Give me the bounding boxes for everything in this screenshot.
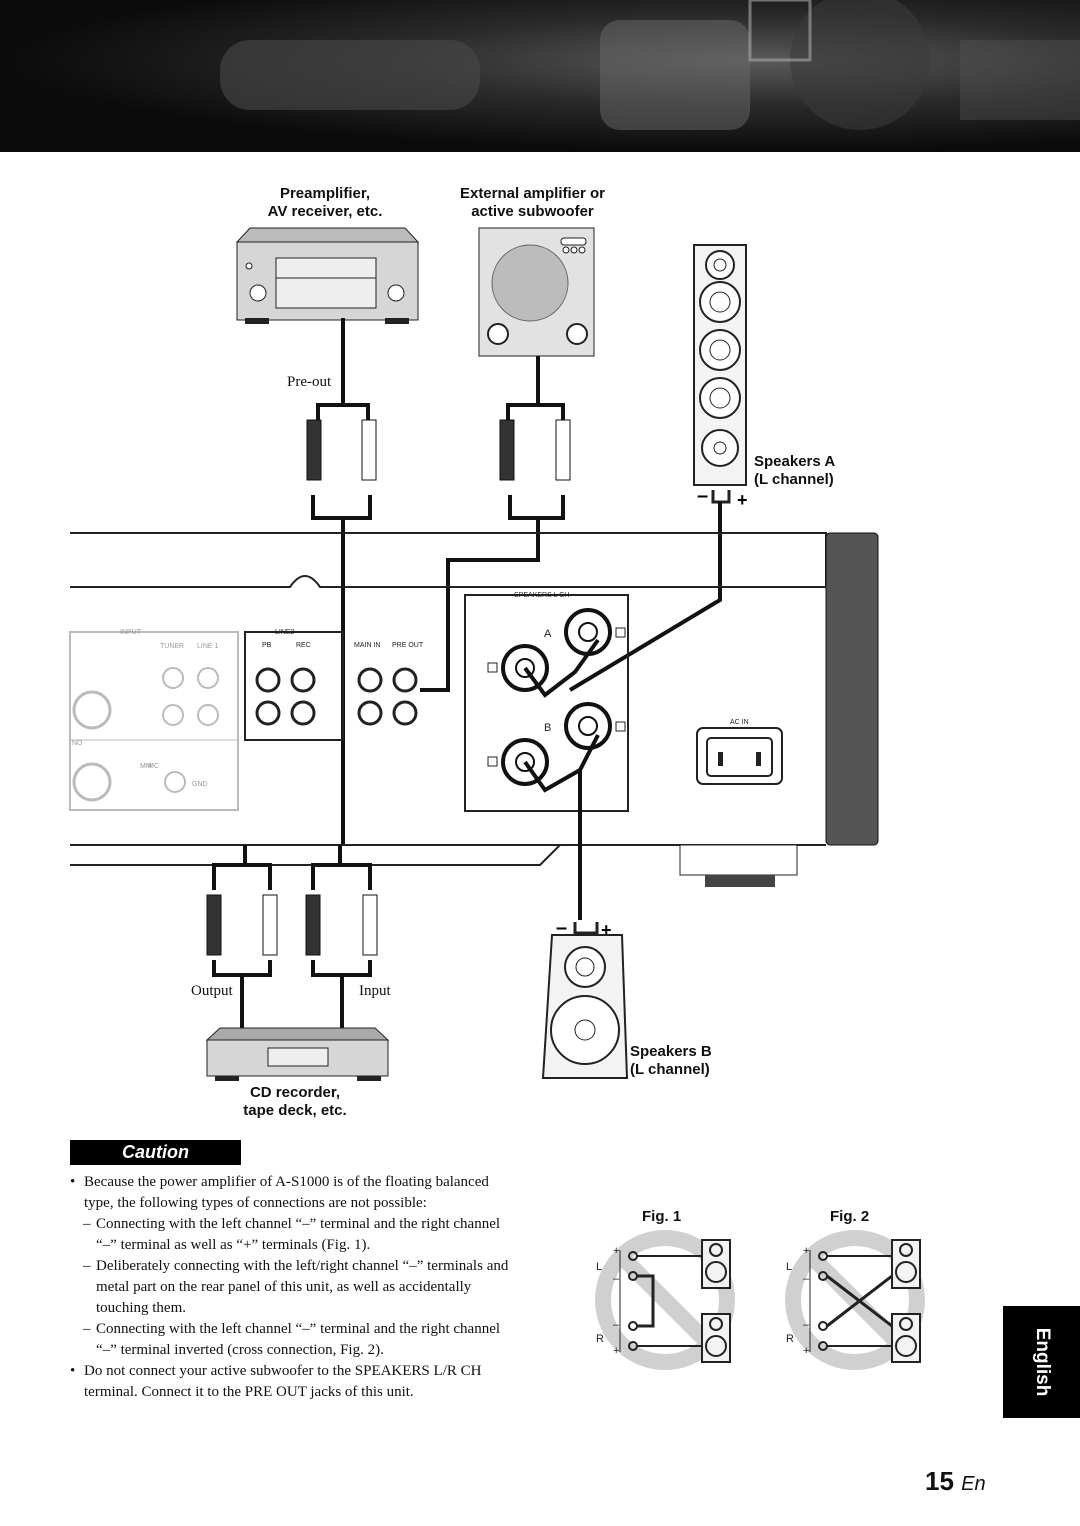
panel-line2-text: LINE2 <box>275 629 295 636</box>
panel-ac-in-text: AC IN <box>730 719 749 726</box>
panel-main-in-text: MAIN IN <box>354 642 380 649</box>
fig1-minus-r: – <box>613 1319 620 1331</box>
banner-photo <box>220 0 1080 130</box>
speaker-a-illustration: – + <box>693 244 748 510</box>
fig2-r-text: R <box>786 1333 794 1345</box>
input-label: Input <box>359 983 391 999</box>
cd-recorder-illustration <box>205 1027 390 1081</box>
speakers-a-label: Speakers A (L channel) <box>754 453 835 489</box>
fig1-plus-r: + <box>613 1345 619 1357</box>
preamp-label-line1: Preamplifier, <box>279 185 371 202</box>
svg-text:+: + <box>737 490 748 510</box>
panel-pb-text: PB <box>262 642 272 649</box>
recorder-label: CD recorder, tape deck, etc. <box>200 1084 390 1120</box>
fig1-plus-l: + <box>613 1245 619 1257</box>
language-tab: English <box>1003 1306 1080 1418</box>
speakers-b-label-line2: (L channel) <box>630 1061 710 1078</box>
speakers-b-label-line1: Speakers B <box>630 1043 712 1060</box>
fig1-minus-l: – <box>613 1273 620 1285</box>
fig1-r-text: R <box>596 1333 604 1345</box>
preamp-label-line2: AV receiver, etc. <box>267 203 383 220</box>
fig2-minus-r: – <box>803 1319 810 1331</box>
caution-bullet-1-text: Because the power amplifier of A-S1000 i… <box>84 1174 489 1211</box>
rca-plugs-top <box>306 419 571 481</box>
panel-a-text: A <box>544 628 552 640</box>
external-amp-label: External amplifier or active subwoofer <box>440 185 625 221</box>
speaker-b-cables <box>523 638 600 920</box>
header-photo-banner <box>0 0 1080 152</box>
subwoofer-illustration <box>478 227 595 357</box>
panel-input-text: INPUT <box>120 629 142 636</box>
fig2-plus-r: + <box>803 1345 809 1357</box>
panel-speakers-text: SPEAKERS L CH <box>514 592 569 599</box>
recorder-cables <box>212 845 372 1030</box>
caution-dash-3: –Connecting with the left channel “–” te… <box>83 1321 501 1358</box>
external-amp-label-line2: active subwoofer <box>471 203 594 220</box>
panel-line1-text: LINE 1 <box>197 643 219 650</box>
fig2-label: Fig. 2 <box>830 1208 870 1225</box>
fig1-diagram: L R + – – + <box>595 1230 735 1370</box>
caution-dash-1-text: Connecting with the left channel “–” ter… <box>96 1216 501 1253</box>
page-number: 15 En <box>925 1466 986 1497</box>
fig1-label: Fig. 1 <box>642 1208 682 1225</box>
caution-bullet-1: •Because the power amplifier of A-S1000 … <box>70 1174 489 1211</box>
preamplifier-illustration <box>235 227 420 324</box>
page-number-suffix: En <box>961 1473 986 1495</box>
rca-plugs-bottom <box>206 894 378 956</box>
panel-no-text: NO <box>72 740 83 747</box>
caution-dash-3-text: Connecting with the left channel “–” ter… <box>96 1321 501 1358</box>
caution-bullet-2-text: Do not connect your active subwoofer to … <box>84 1363 482 1400</box>
speakers-a-label-line2: (L channel) <box>754 471 834 488</box>
caution-list: •Because the power amplifier of A-S1000 … <box>70 1172 520 1403</box>
panel-tuner-text: TUNER <box>160 643 184 650</box>
panel-rec-text: REC <box>296 642 311 649</box>
fig2-plus-l: + <box>803 1245 809 1257</box>
page-number-value: 15 <box>925 1466 954 1496</box>
panel-pre-out-text: PRE OUT <box>392 642 424 649</box>
connection-diagram: – + <box>69 227 879 1081</box>
panel-b-text: B <box>544 722 551 734</box>
caution-dash-2-text: Deliberately connecting with the left/ri… <box>96 1258 509 1316</box>
fig2-minus-l: – <box>803 1273 810 1285</box>
panel-mm-text: MM <box>140 763 152 770</box>
fig2-diagram: L R + – – + <box>785 1230 925 1370</box>
output-label: Output <box>191 983 233 999</box>
recorder-label-line2: tape deck, etc. <box>243 1102 347 1119</box>
speakers-a-label-line1: Speakers A <box>754 453 836 470</box>
svg-text:–: – <box>697 485 708 507</box>
language-tab-text: English <box>1031 1327 1053 1397</box>
external-amp-label-line1: External amplifier or <box>459 185 606 202</box>
speaker-b-illustration: – + <box>541 917 629 1079</box>
caution-dash-2: –Deliberately connecting with the left/r… <box>83 1258 509 1316</box>
recorder-label-line1: CD recorder, <box>249 1084 341 1101</box>
preamp-label: Preamplifier, AV receiver, etc. <box>230 185 420 221</box>
svg-text:–: – <box>556 917 567 939</box>
svg-text:+: + <box>601 920 612 940</box>
fig1-l-text: L <box>596 1261 602 1273</box>
caution-dash-1: –Connecting with the left channel “–” te… <box>83 1216 501 1253</box>
preout-label: Pre-out <box>287 374 332 390</box>
panel-mc-text: MC <box>148 763 159 770</box>
panel-labels: INPUT TUNER LINE 1 NO MM MC GND LINE2 PB… <box>72 592 749 788</box>
panel-gnd-text: GND <box>192 781 208 788</box>
speakers-b-label: Speakers B (L channel) <box>630 1043 712 1079</box>
caution-heading: Caution <box>70 1140 241 1165</box>
amplifier-rear-panel <box>69 532 879 887</box>
fig2-l-text: L <box>786 1261 792 1273</box>
caution-bullet-2: •Do not connect your active subwoofer to… <box>70 1363 482 1400</box>
